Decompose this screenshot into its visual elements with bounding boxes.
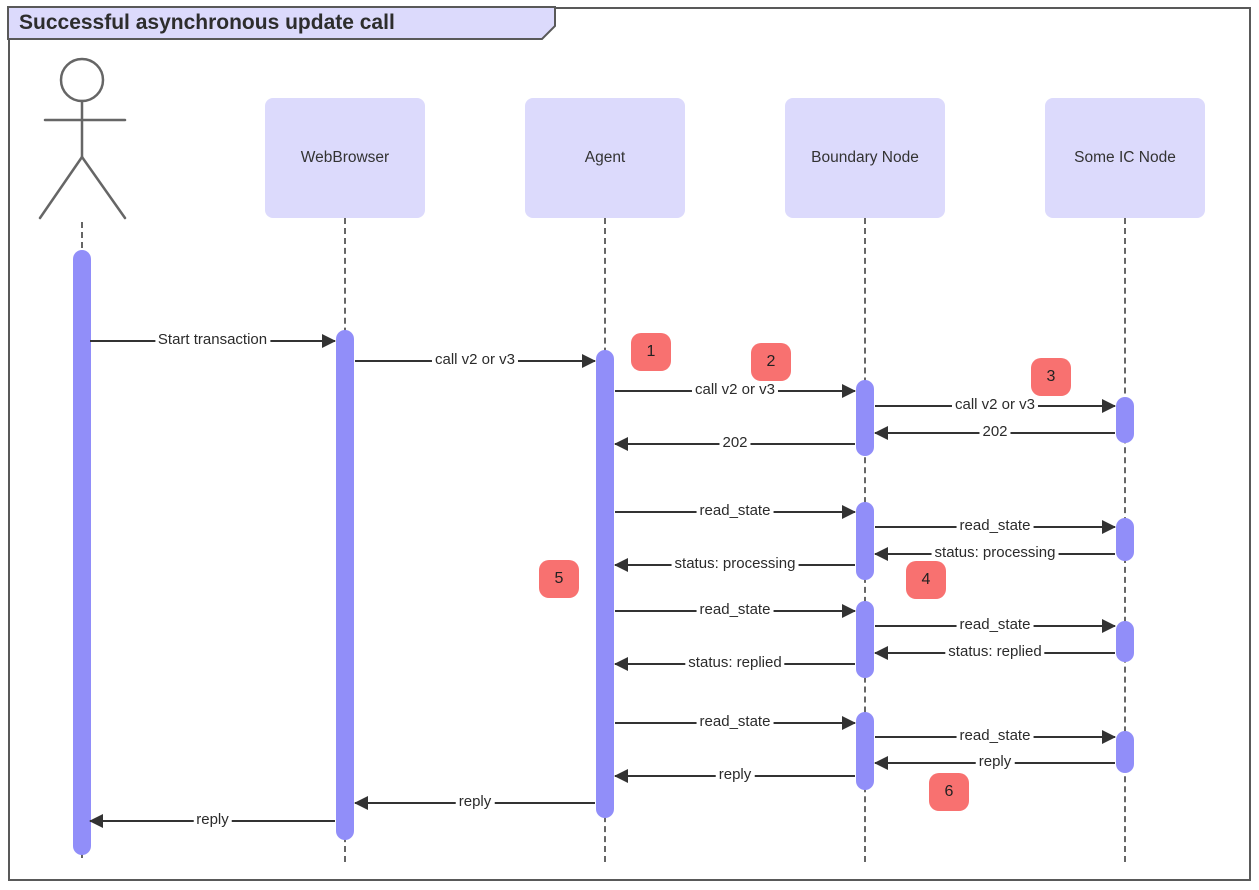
activation-bar-ic-node-3 [1116, 621, 1134, 662]
participant-boundary-node: Boundary Node [785, 98, 945, 218]
message-read-state-agent-bn-2: read_state [615, 600, 856, 618]
activation-bar-agent [596, 350, 614, 818]
message-label: status: replied [945, 642, 1045, 660]
message-read-state-bn-ic-3: read_state [875, 726, 1116, 744]
message-label: read_state [696, 600, 774, 618]
message-label: call v2 or v3 [691, 380, 779, 398]
activation-bar-ic-node-1 [1116, 397, 1134, 443]
step-badge-6: 6 [929, 773, 969, 811]
message-label: status: processing [931, 543, 1059, 561]
message-status-processing-bn-agent: status: processing [614, 554, 855, 572]
participant-some-ic-node: Some IC Node [1045, 98, 1205, 218]
step-badge-4: 4 [906, 561, 946, 599]
message-label: call v2 or v3 [431, 350, 519, 368]
message-label: status: processing [671, 554, 799, 572]
message-reply-bn-agent: reply [614, 765, 855, 783]
activation-bar-boundary-2 [856, 502, 874, 580]
message-label: reply [715, 765, 755, 783]
message-reply-wb-user: reply [89, 810, 335, 828]
message-status-replied-ic-bn: status: replied [874, 642, 1115, 660]
message-label: reply [975, 752, 1015, 770]
message-read-state-agent-bn-3: read_state [615, 712, 856, 730]
message-label: 202 [719, 433, 751, 451]
message-label: reply [193, 810, 232, 828]
message-call-v2-wb-agent: call v2 or v3 [355, 350, 596, 368]
activation-bar-boundary-4 [856, 712, 874, 790]
activation-bar-user [73, 250, 91, 855]
message-label: reply [455, 792, 495, 810]
step-badge-5: 5 [539, 560, 579, 598]
activation-bar-ic-node-2 [1116, 518, 1134, 561]
message-label: read_state [956, 615, 1034, 633]
message-call-v2-agent-bn: call v2 or v3 [615, 380, 856, 398]
message-label: read_state [696, 712, 774, 730]
message-label: read_state [956, 726, 1034, 744]
activation-bar-ic-node-4 [1116, 731, 1134, 773]
activation-bar-boundary-1 [856, 380, 874, 456]
message-label: status: replied [685, 653, 785, 671]
step-badge-2: 2 [751, 343, 791, 381]
message-202-ic-bn: 202 [874, 422, 1115, 440]
message-status-replied-bn-agent: status: replied [614, 653, 855, 671]
activation-bar-boundary-3 [856, 601, 874, 678]
message-reply-ic-bn: reply [874, 752, 1115, 770]
actor-icon [38, 57, 127, 220]
message-202-bn-agent: 202 [614, 433, 855, 451]
message-call-v2-bn-ic: call v2 or v3 [875, 395, 1116, 413]
message-status-processing-ic-bn: status: processing [874, 543, 1115, 561]
message-label: read_state [956, 516, 1034, 534]
message-label: read_state [696, 501, 774, 519]
step-badge-3: 3 [1031, 358, 1071, 396]
participant-agent: Agent [525, 98, 685, 218]
frame-title-tab [7, 6, 556, 40]
message-label: 202 [979, 422, 1011, 440]
step-badge-1: 1 [631, 333, 671, 371]
message-label: Start transaction [154, 330, 271, 348]
message-label: call v2 or v3 [951, 395, 1039, 413]
message-read-state-agent-bn-1: read_state [615, 501, 856, 519]
message-start-transaction: Start transaction [90, 330, 336, 348]
message-read-state-bn-ic-1: read_state [875, 516, 1116, 534]
uml-frame-border [8, 7, 1251, 881]
activation-bar-webbrowser [336, 330, 354, 840]
diagram-title: Successful asynchronous update call [19, 11, 395, 34]
participant-webbrowser: WebBrowser [265, 98, 425, 218]
message-read-state-bn-ic-2: read_state [875, 615, 1116, 633]
message-reply-agent-wb: reply [354, 792, 595, 810]
